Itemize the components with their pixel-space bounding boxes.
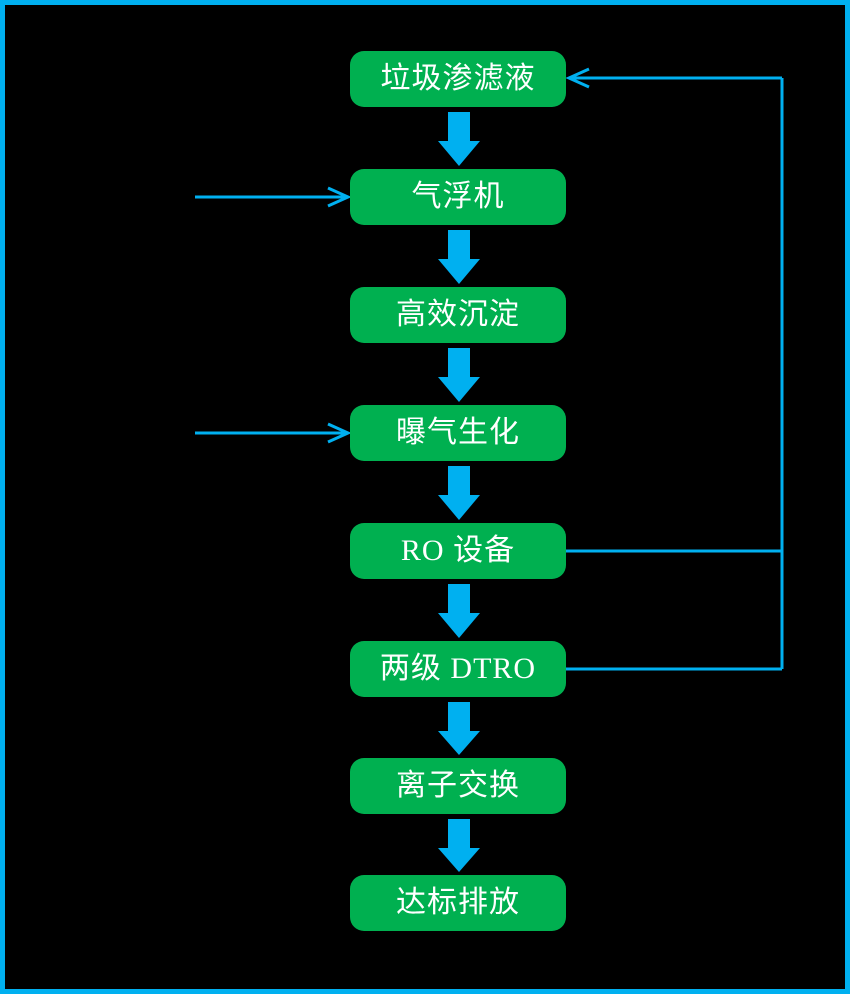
flow-arrow-down-6	[438, 702, 480, 755]
flow-arrow-down-4	[438, 466, 480, 520]
node-ro: RO 设备	[350, 523, 566, 579]
node-leachate-label: 垃圾渗滤液	[380, 62, 536, 95]
recycle-arrowhead-leachate	[565, 67, 590, 89]
node-dtro-label: 两级 DTRO	[379, 652, 537, 685]
node-aeration-label: 曝气生化	[396, 416, 520, 449]
node-discharge: 达标排放	[350, 875, 566, 931]
node-ion-exchange-label: 离子交换	[396, 769, 520, 802]
node-air-flotation-label: 气浮机	[411, 180, 505, 213]
node-air-flotation: 气浮机	[350, 169, 566, 225]
node-sedimentation-label: 高效沉淀	[396, 298, 520, 331]
node-ro-label: RO 设备	[400, 534, 516, 567]
node-dtro: 两级 DTRO	[350, 641, 566, 697]
node-sedimentation: 高效沉淀	[350, 287, 566, 343]
node-aeration: 曝气生化	[350, 405, 566, 461]
node-leachate: 垃圾渗滤液	[350, 51, 566, 107]
inlet-arrowhead-air-flotation	[327, 186, 352, 208]
node-ion-exchange: 离子交换	[350, 758, 566, 814]
flow-arrow-down-3	[438, 348, 480, 402]
node-discharge-label: 达标排放	[396, 886, 520, 919]
inlet-arrowhead-aeration	[327, 422, 352, 444]
flow-arrow-down-1	[438, 112, 480, 166]
flow-arrow-down-7	[438, 819, 480, 872]
flow-arrow-down-2	[438, 230, 480, 284]
flow-arrow-down-5	[438, 584, 480, 638]
